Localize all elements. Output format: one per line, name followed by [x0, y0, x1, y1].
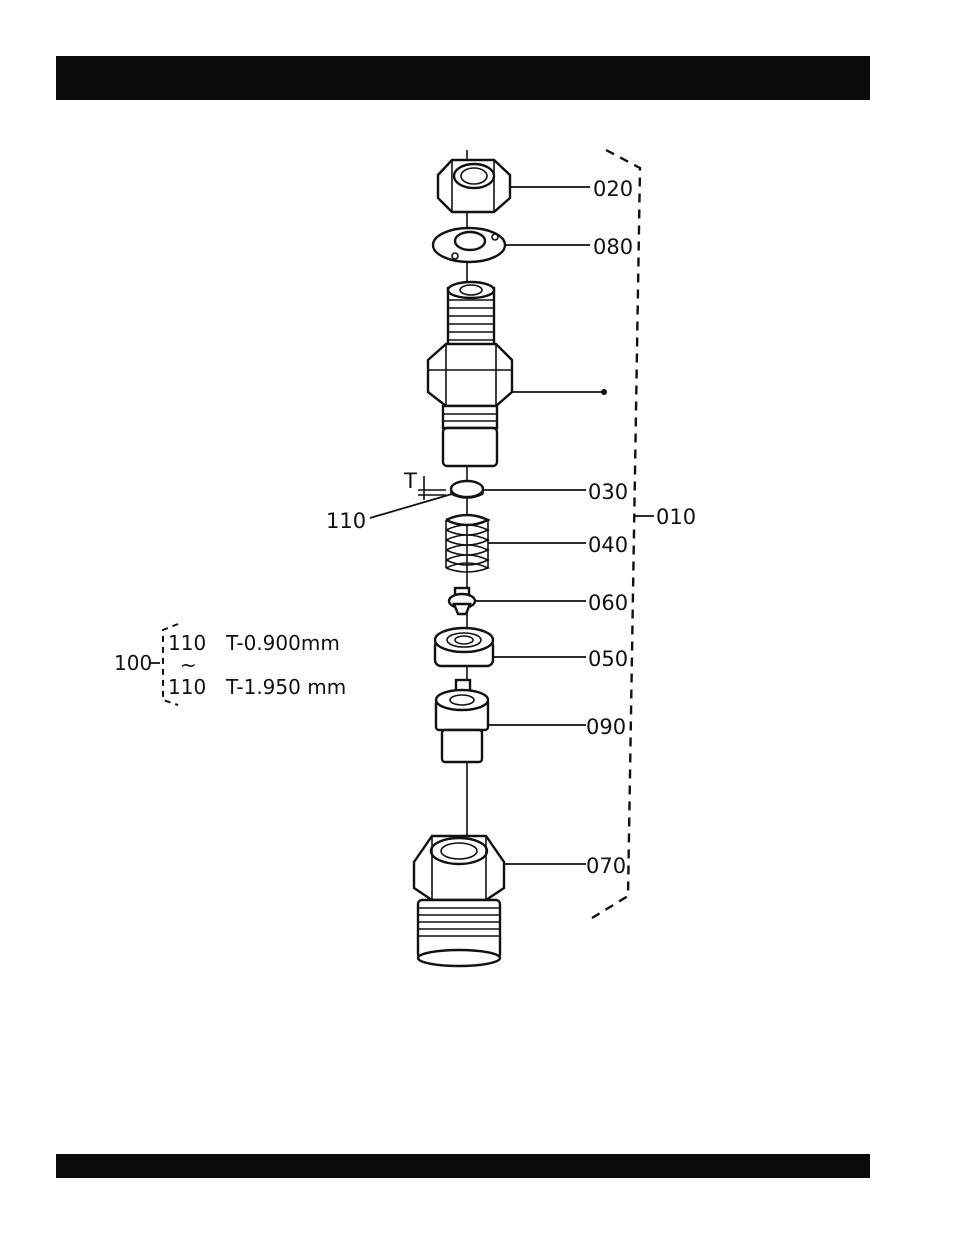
callout-020: 020 — [593, 177, 633, 201]
callout-070: 070 — [586, 854, 626, 878]
kit-row2-part: 110 — [168, 675, 206, 699]
kit-number: 100 — [114, 651, 152, 675]
kit-row1-spec: T-0.900mm — [225, 631, 340, 655]
callout-080: 080 — [593, 235, 633, 259]
washer-080 — [433, 228, 505, 262]
nozzle-holder-body — [428, 282, 512, 466]
kit-row2-spec: T-1.950 mm — [225, 675, 346, 699]
callout-090: 090 — [586, 715, 626, 739]
retaining-nut-070 — [414, 836, 504, 966]
thickness-label: T — [403, 469, 417, 493]
callout-050: 050 — [588, 647, 628, 671]
footer-bar — [56, 1154, 870, 1178]
callout-040: 040 — [588, 533, 628, 557]
seat-050 — [435, 628, 493, 666]
kit-range-mark: ~ — [180, 653, 197, 677]
body-leader-dot — [601, 389, 607, 395]
leader-110 — [370, 494, 452, 518]
valve-060 — [449, 588, 475, 614]
nozzle-tip-090 — [436, 680, 488, 762]
hex-nut-020 — [438, 160, 510, 212]
callout-010: 010 — [656, 505, 696, 529]
kit-row1-part: 110 — [168, 631, 206, 655]
shim-kit-note: 100 110 T-0.900mm ~ 110 T-1.950 mm — [114, 624, 346, 705]
shim-030 — [451, 481, 483, 498]
callout-110: 110 — [326, 509, 366, 533]
callout-060: 060 — [588, 591, 628, 615]
callout-030: 030 — [588, 480, 628, 504]
